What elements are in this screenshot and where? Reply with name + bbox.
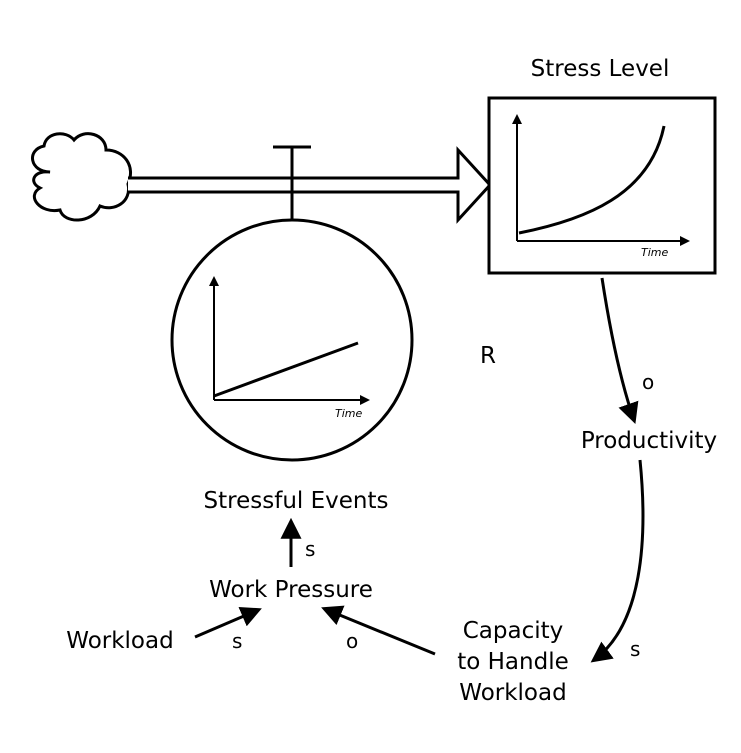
loop-label: R xyxy=(480,343,496,369)
source-cloud-icon xyxy=(31,132,132,222)
stock-title: Stress Level xyxy=(531,56,670,82)
polarity-workload-to-pressure: s xyxy=(232,629,242,653)
stock-graph-curve xyxy=(518,125,666,235)
stock-box: Time xyxy=(487,96,717,275)
capacity-label-line2: to Handle xyxy=(457,649,569,675)
stock-graph-x-label: Time xyxy=(641,246,668,259)
flow-graph-line xyxy=(213,341,359,398)
arrow-workload-to-pressure xyxy=(194,606,262,639)
productivity-label: Productivity xyxy=(581,428,717,454)
capacity-label-line1: Capacity xyxy=(463,618,564,644)
work-pressure-label: Work Pressure xyxy=(209,577,373,603)
workload-label: Workload xyxy=(66,628,173,654)
arrow-productivity-to-capacity xyxy=(590,459,645,663)
flow-pipe xyxy=(128,146,493,224)
polarity-capacity-to-pressure: o xyxy=(346,629,358,653)
polarity-pressure-to-events: s xyxy=(305,537,315,561)
flow-valve-icon xyxy=(273,145,311,232)
polarity-stress-to-productivity: o xyxy=(642,370,654,394)
stressful-events-label: Stressful Events xyxy=(204,488,389,514)
arrow-capacity-to-pressure xyxy=(321,605,436,656)
polarity-productivity-to-capacity: s xyxy=(630,637,640,661)
capacity-label-line3: Workload xyxy=(459,680,566,706)
flow-graph-x-label: Time xyxy=(335,407,362,420)
arrow-stress-to-productivity xyxy=(600,277,639,424)
flow-graph: Time xyxy=(170,218,414,462)
